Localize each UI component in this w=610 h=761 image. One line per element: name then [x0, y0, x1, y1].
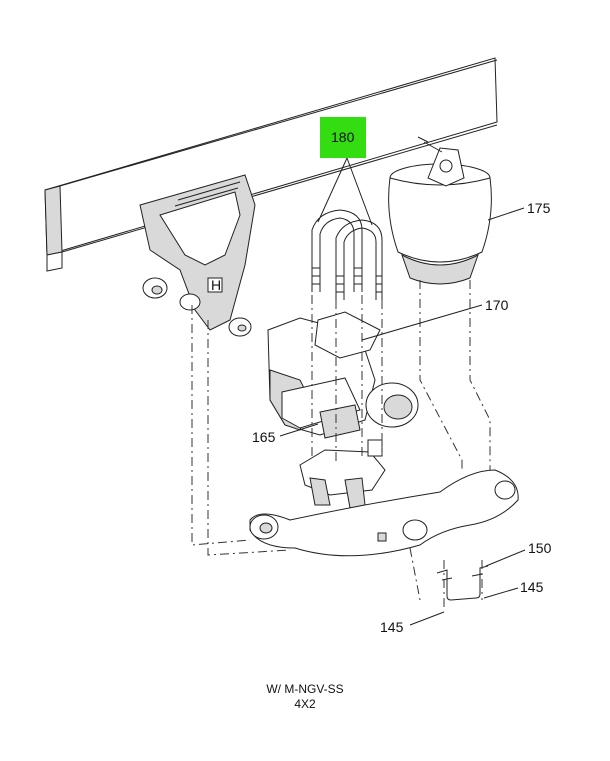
svg-text:H: H: [211, 277, 221, 293]
callout-145-left[interactable]: 145: [380, 619, 404, 635]
strap-bracket: [436, 565, 489, 601]
trailing-arm: [249, 469, 519, 557]
callout-165[interactable]: 165: [252, 429, 276, 445]
lower-spring-seat: [299, 439, 386, 509]
alignment-lines: [191, 280, 491, 610]
caption-line-2: 4X2: [294, 697, 316, 711]
frame-hanger-bracket: H: [139, 174, 256, 337]
axle-housing: [267, 311, 419, 439]
callout-145-right[interactable]: 145: [520, 579, 544, 595]
callout-150[interactable]: 150: [528, 540, 552, 556]
air-spring: [388, 136, 492, 285]
callout-180-highlight: [320, 117, 366, 158]
caption-line-1: W/ M-NGV-SS: [266, 682, 343, 696]
callout-170[interactable]: 170: [485, 297, 509, 313]
callout-175[interactable]: 175: [527, 200, 551, 216]
callout-180[interactable]: 180: [331, 129, 355, 145]
u-bolts: [311, 209, 383, 300]
leader-lines: [279, 157, 526, 626]
